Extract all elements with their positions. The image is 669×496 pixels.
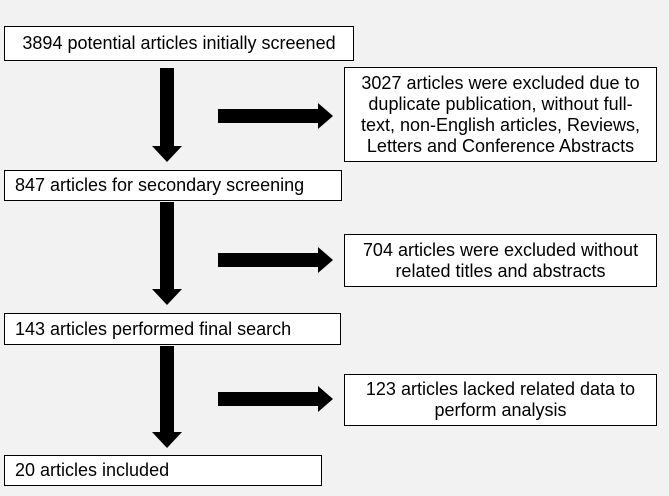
step-label-3: 143 articles performed final search (15, 318, 292, 339)
step-box-3: 143 articles performed final search (4, 313, 341, 345)
exclusion-3-line-2: perform analysis (434, 400, 567, 420)
exclusion-3-line-1: 123 articles lacked related data to (365, 379, 636, 399)
right-arrow-1 (218, 103, 333, 129)
exclusion-box-3: 123 articles lacked related data to perf… (344, 374, 657, 426)
exclusion-2-line-1: 704 articles were excluded without (362, 239, 639, 260)
step-box-1: 3894 potential articles initially screen… (4, 26, 354, 61)
exclusion-1-line-3: text, non-English articles, Reviews, (360, 114, 641, 135)
step-label-4: 20 articles included (15, 460, 170, 480)
right-arrow-2 (218, 247, 333, 273)
exclusion-1-line-4: Letters and Conference Abstracts (366, 135, 635, 156)
down-arrow-1 (152, 68, 182, 162)
exclusion-box-1: 3027 articles were excluded due to dupli… (344, 67, 657, 162)
step-box-4: 20 articles included (4, 455, 322, 486)
down-arrow-3 (152, 346, 182, 448)
exclusion-1-line-2: duplicate publication, without full- (368, 93, 633, 114)
step-label-2: 847 articles for secondary screening (15, 175, 305, 195)
step-box-2: 847 articles for secondary screening (4, 170, 342, 201)
step-label-1: 3894 potential articles initially screen… (22, 33, 336, 53)
exclusion-2-line-2: related titles and abstracts (395, 260, 606, 281)
exclusion-box-2: 704 articles were excluded without relat… (344, 234, 657, 287)
down-arrow-2 (152, 202, 182, 305)
right-arrow-3 (218, 386, 333, 412)
exclusion-1-line-1: 3027 articles were excluded due to (361, 72, 640, 93)
